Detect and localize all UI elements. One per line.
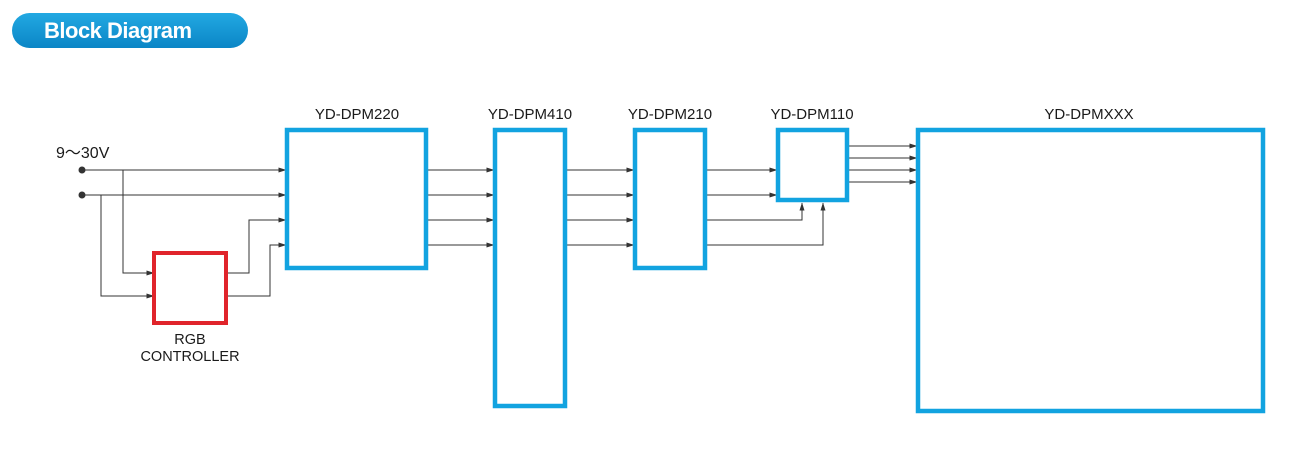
power-wires	[82, 167, 287, 299]
controller-output-wires	[226, 217, 287, 297]
dpm210-block	[632, 127, 708, 271]
dpmxxx-label: YD-DPMXXX	[1044, 106, 1133, 123]
dpm210-label: YD-DPM210	[628, 106, 712, 123]
input-voltage-label: 9～30V	[56, 145, 110, 162]
wires-dpm110-to-dpmxxx	[848, 143, 918, 185]
dpm410-label: YD-DPM410	[488, 106, 572, 123]
rgb-controller-label-line2: CONTROLLER	[140, 349, 239, 365]
dpm110-block	[775, 127, 850, 203]
dpm110-label: YD-DPM110	[770, 106, 853, 123]
rgb-controller-block	[152, 251, 228, 325]
wires-dpm410-to-dpm210	[566, 167, 635, 248]
page-title: Block Diagram	[12, 13, 248, 48]
wires-dpm220-to-dpm410	[427, 167, 495, 248]
dpmxxx-block	[915, 127, 1266, 414]
dpm410-block	[492, 127, 568, 409]
rgb-controller-label-line1: RGB	[174, 332, 205, 348]
wires-dpm210-to-dpm110	[706, 167, 826, 246]
dpm220-label: YD-DPM220	[315, 106, 399, 123]
dpm220-block	[284, 127, 429, 271]
